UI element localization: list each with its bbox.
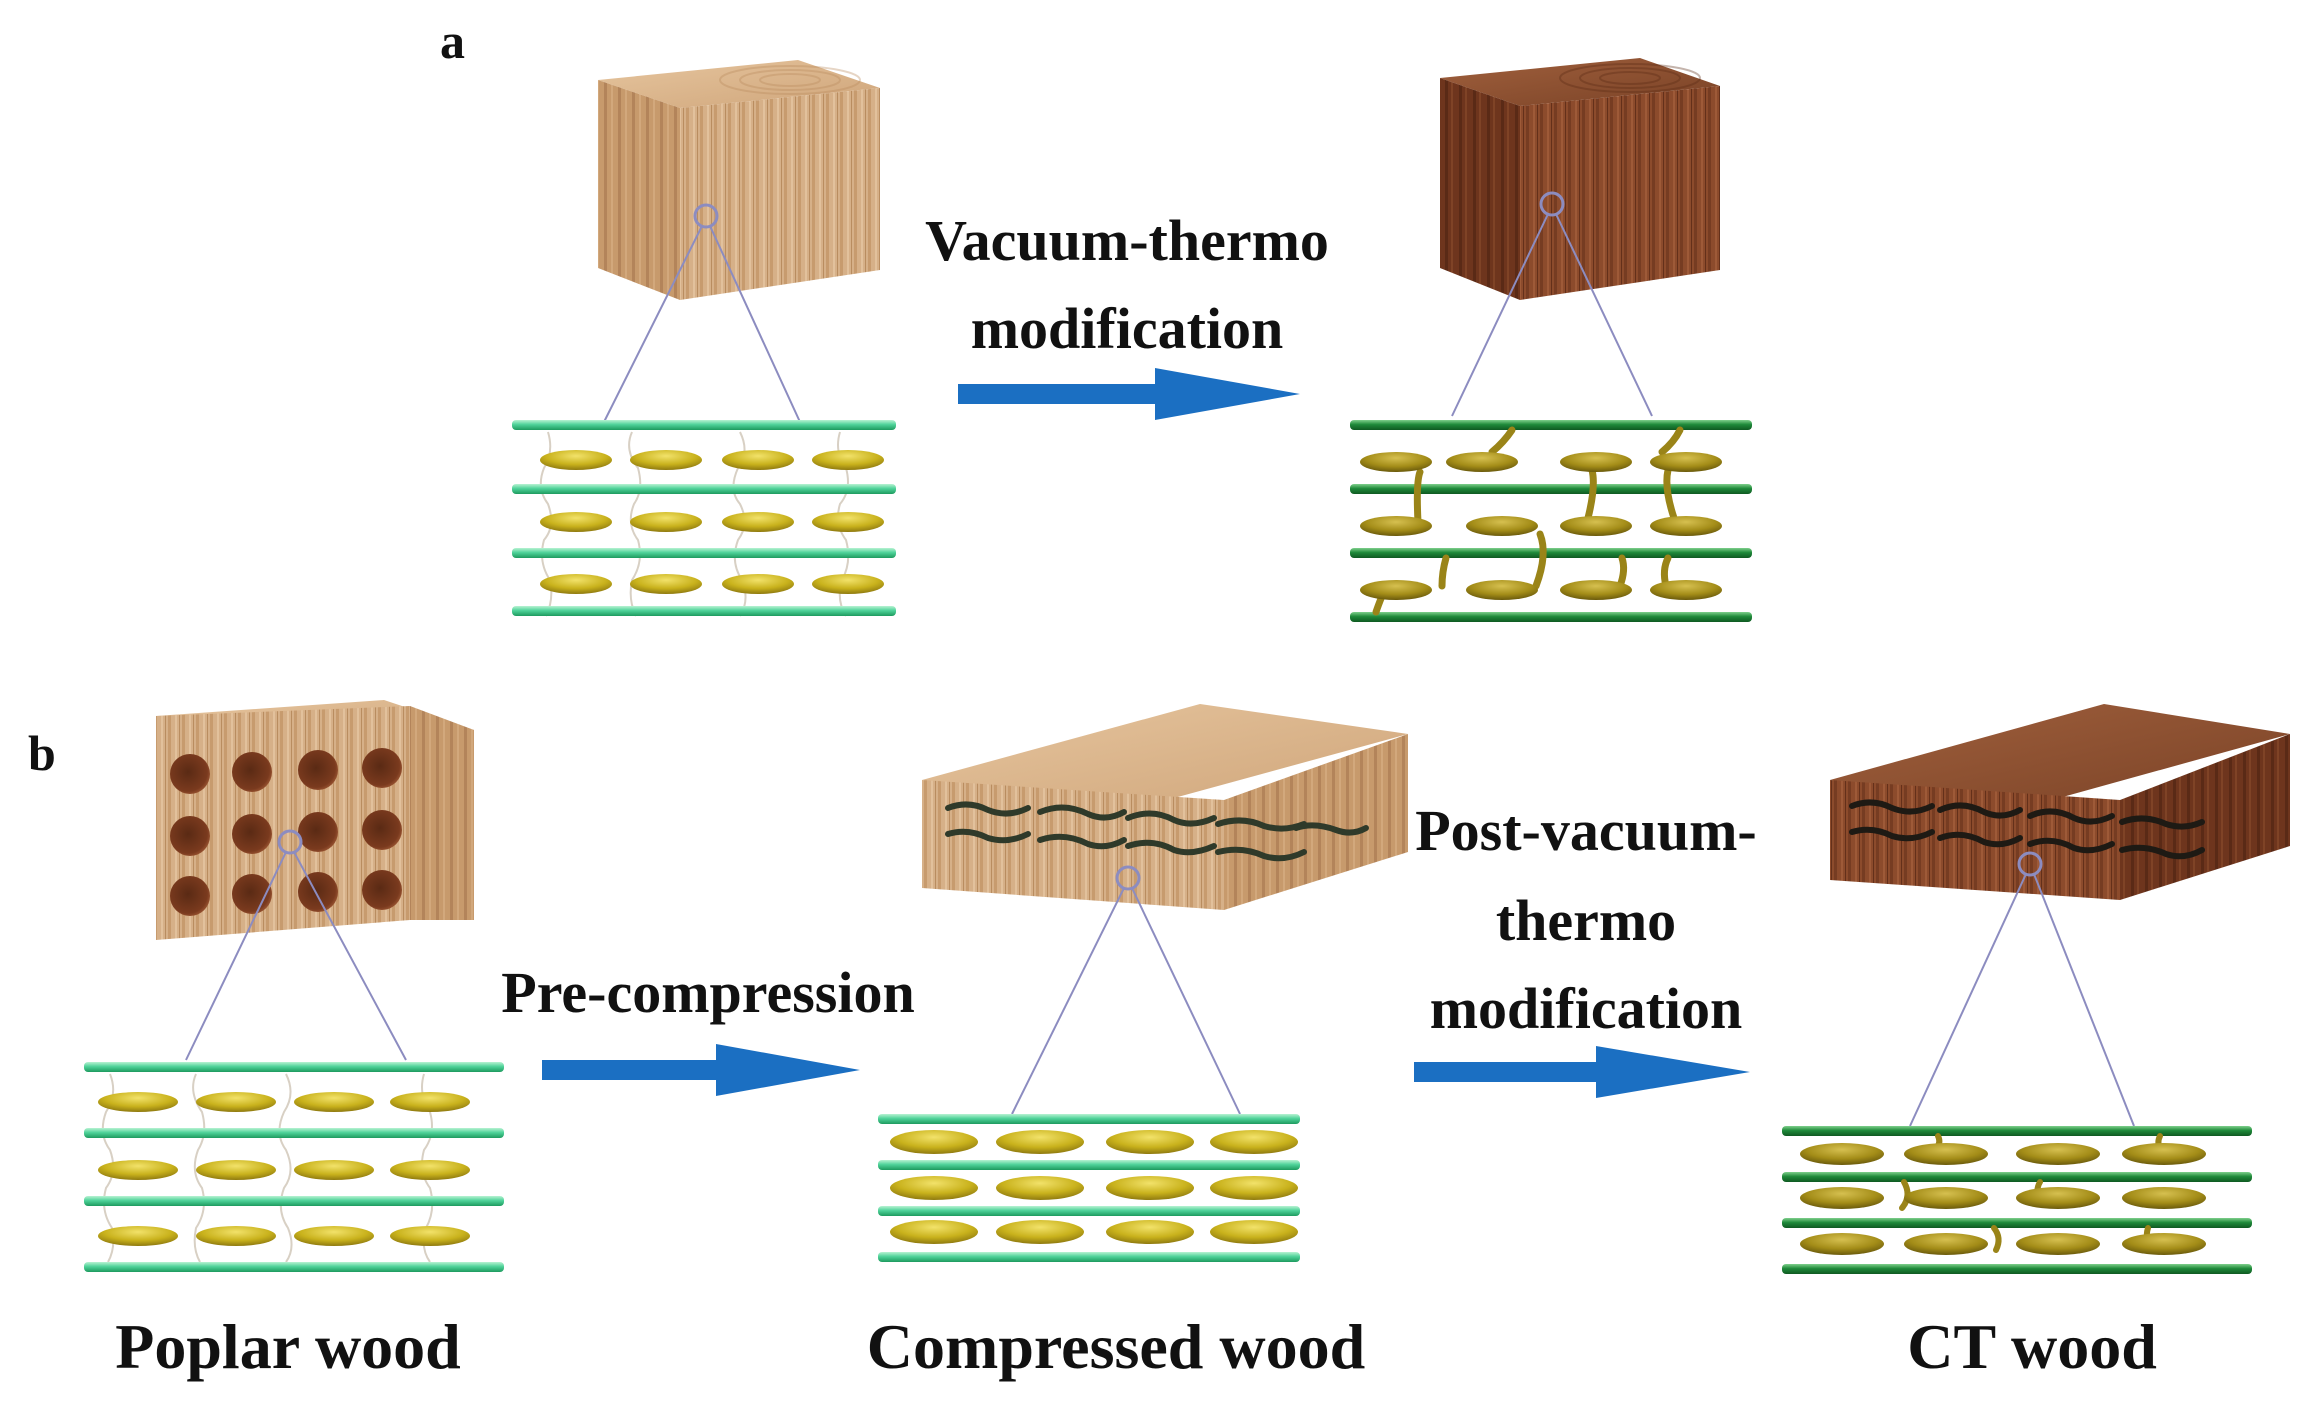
zoom-lines-a2 (1451, 213, 1653, 417)
fiber-structure-untreated (512, 420, 896, 617)
pore-array (170, 748, 402, 916)
zoom-lines-b3 (1909, 873, 2135, 1127)
fiber-structure-ct (1782, 1126, 2252, 1274)
zoom-lines-b1 (185, 851, 407, 1061)
caption-compressed-wood: Compressed wood (867, 1311, 1365, 1382)
process-label-post-line1: Post-vacuum- (1415, 798, 1757, 863)
wood-cube-thermo-treated (1440, 58, 1720, 300)
wood-slab-compressed (922, 704, 1408, 910)
process-arrow-a (958, 368, 1300, 420)
process-arrow-b2 (1414, 1046, 1750, 1098)
wood-block-poplar (156, 700, 474, 940)
collapsed-pores (945, 801, 1369, 862)
caption-poplar-wood: Poplar wood (115, 1311, 461, 1382)
wood-slab-ct (1830, 704, 2290, 900)
process-label-post-line2: thermo (1496, 888, 1676, 953)
process-label-post-line3: modification (1430, 976, 1743, 1041)
process-label-precompression: Pre-compression (501, 960, 914, 1025)
fiber-structure-compressed (878, 1114, 1300, 1262)
process-arrow-b1 (542, 1044, 860, 1096)
panel-a-label: a (440, 13, 465, 69)
collapsed-pores-ct (1849, 799, 2205, 860)
zoom-lines-a1 (603, 225, 801, 423)
zoom-lines-b2 (1011, 887, 1241, 1115)
fiber-structure-poplar (84, 1062, 504, 1272)
panel-b-label: b (28, 725, 56, 781)
fiber-structure-thermo-treated (1350, 420, 1752, 622)
caption-ct-wood: CT wood (1907, 1311, 2157, 1382)
process-label-a-line1: Vacuum-thermo (925, 208, 1329, 273)
wood-cube-untreated (598, 60, 880, 300)
process-label-a-line2: modification (971, 296, 1284, 361)
